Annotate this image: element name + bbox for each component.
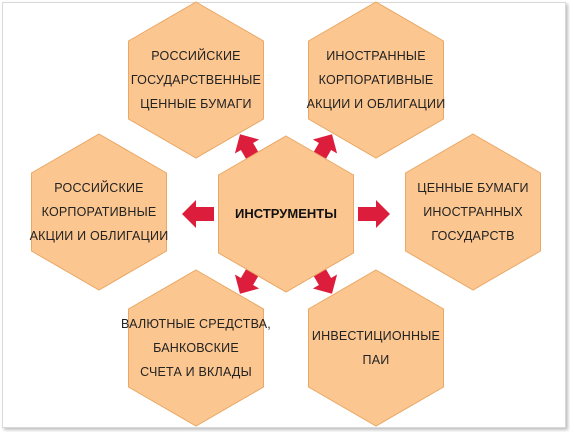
hex-label-line: ВАЛЮТНЫЕ СРЕДСТВА, — [121, 317, 271, 331]
arrow-right-icon — [358, 200, 390, 228]
hex-node-center: ИНСТРУМЕНТЫ — [218, 135, 354, 293]
arrow-left-icon — [182, 200, 214, 228]
hexagon-shape — [128, 269, 264, 427]
hex-label-line: РОССИЙСКИЕ — [151, 48, 240, 63]
hex-label-line: СЧЕТА И ВКЛАДЫ — [140, 365, 252, 379]
hexagon-shape — [218, 135, 354, 293]
hex-node-ru-corp: РОССИЙСКИЕ КОРПОРАТИВНЫЕ АКЦИИ И ОБЛИГАЦИИ — [30, 133, 169, 291]
hexagon-shape — [31, 133, 167, 291]
hex-label-line: ИНВЕСТИЦИОННЫЕ — [312, 329, 440, 343]
hex-node-foreign-corp: ИНОСТРАННЫЕ КОРПОРАТИВНЫЕ АКЦИИ И ОБЛИГАЦИ… — [307, 1, 446, 159]
hex-label-line: ИНОСТРАННЫЕ — [326, 49, 425, 63]
hex-label-line: ЦЕННЫЕ БУМАГИ — [140, 97, 251, 111]
hex-label-line: ЦЕННЫЕ БУМАГИ — [417, 181, 528, 195]
hex-label-line: ИНСТРУМЕНТЫ — [235, 206, 337, 221]
hexagon-shape — [405, 133, 541, 291]
hexagon-shape — [128, 1, 264, 159]
hexagon-shape — [308, 269, 444, 427]
hexagon-shape — [308, 1, 444, 159]
hex-label-line: АКЦИИ И ОБЛИГАЦИИ — [30, 229, 169, 243]
hex-label-line: ПАИ — [363, 353, 390, 367]
hex-label-line: КОРПОРАТИВНЫЕ — [42, 205, 157, 219]
hex-node-ru-gov: РОССИЙСКИЕ ГОСУДАРСТВЕННЫЕ ЦЕННЫЕ БУМАГИ — [128, 1, 264, 159]
hex-label-line: РОССИЙСКИЕ — [54, 180, 143, 195]
hex-label-line: ГОСУДАРСТВ — [431, 229, 514, 243]
hex-node-foreign-gov: ЦЕННЫЕ БУМАГИ ИНОСТРАННЫХ ГОСУДАРСТВ — [405, 133, 541, 291]
hex-label-line: ГОСУДАРСТВЕННЫЕ — [131, 73, 261, 87]
hex-node-funds: ИНВЕСТИЦИОННЫЕ ПАИ — [308, 269, 444, 427]
hex-node-currency: ВАЛЮТНЫЕ СРЕДСТВА, БАНКОВСКИЕ СЧЕТА И ВКЛА… — [121, 269, 271, 427]
hex-label-line: БАНКОВСКИЕ — [153, 341, 239, 355]
hex-label-line: ИНОСТРАННЫХ — [423, 205, 523, 219]
hex-label-line: АКЦИИ И ОБЛИГАЦИИ — [307, 97, 446, 111]
hex-label-line: КОРПОРАТИВНЫЕ — [319, 73, 434, 87]
